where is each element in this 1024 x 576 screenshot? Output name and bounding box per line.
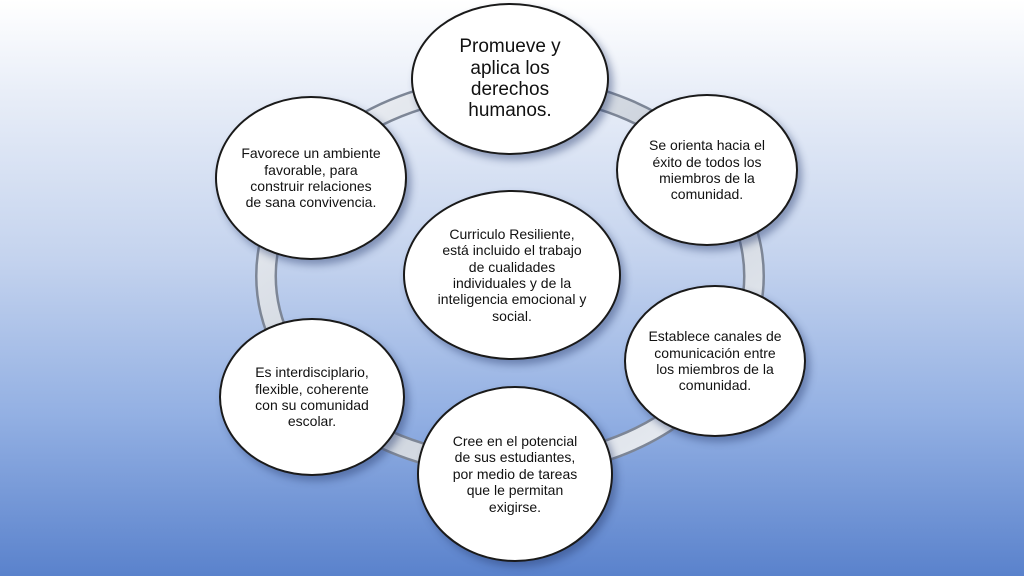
node-communication: Establece canales de comunicación entre …: [624, 285, 806, 437]
node-human-rights-text: Promueve y aplica los derechos humanos.: [459, 36, 561, 122]
center-node-text: Curriculo Resiliente, está incluido el t…: [437, 225, 587, 324]
node-success-text: Se orienta hacia el éxito de todos los m…: [649, 137, 765, 203]
node-communication-text: Establece canales de comunicación entre …: [648, 328, 782, 394]
node-student-potential-text: Cree en el potencial de sus estudiantes,…: [452, 433, 578, 515]
node-human-rights: Promueve y aplica los derechos humanos.: [411, 3, 609, 155]
node-interdisciplinary-text: Es interdisciplario, flexible, coherente…: [255, 364, 369, 430]
center-node: Curriculo Resiliente, está incluido el t…: [403, 190, 621, 360]
node-coexistence: Favorece un ambiente favorable, para con…: [215, 96, 407, 260]
node-success: Se orienta hacia el éxito de todos los m…: [616, 94, 798, 246]
node-interdisciplinary: Es interdisciplario, flexible, coherente…: [219, 318, 405, 476]
node-student-potential: Cree en el potencial de sus estudiantes,…: [417, 386, 613, 562]
node-coexistence-text: Favorece un ambiente favorable, para con…: [241, 145, 381, 211]
